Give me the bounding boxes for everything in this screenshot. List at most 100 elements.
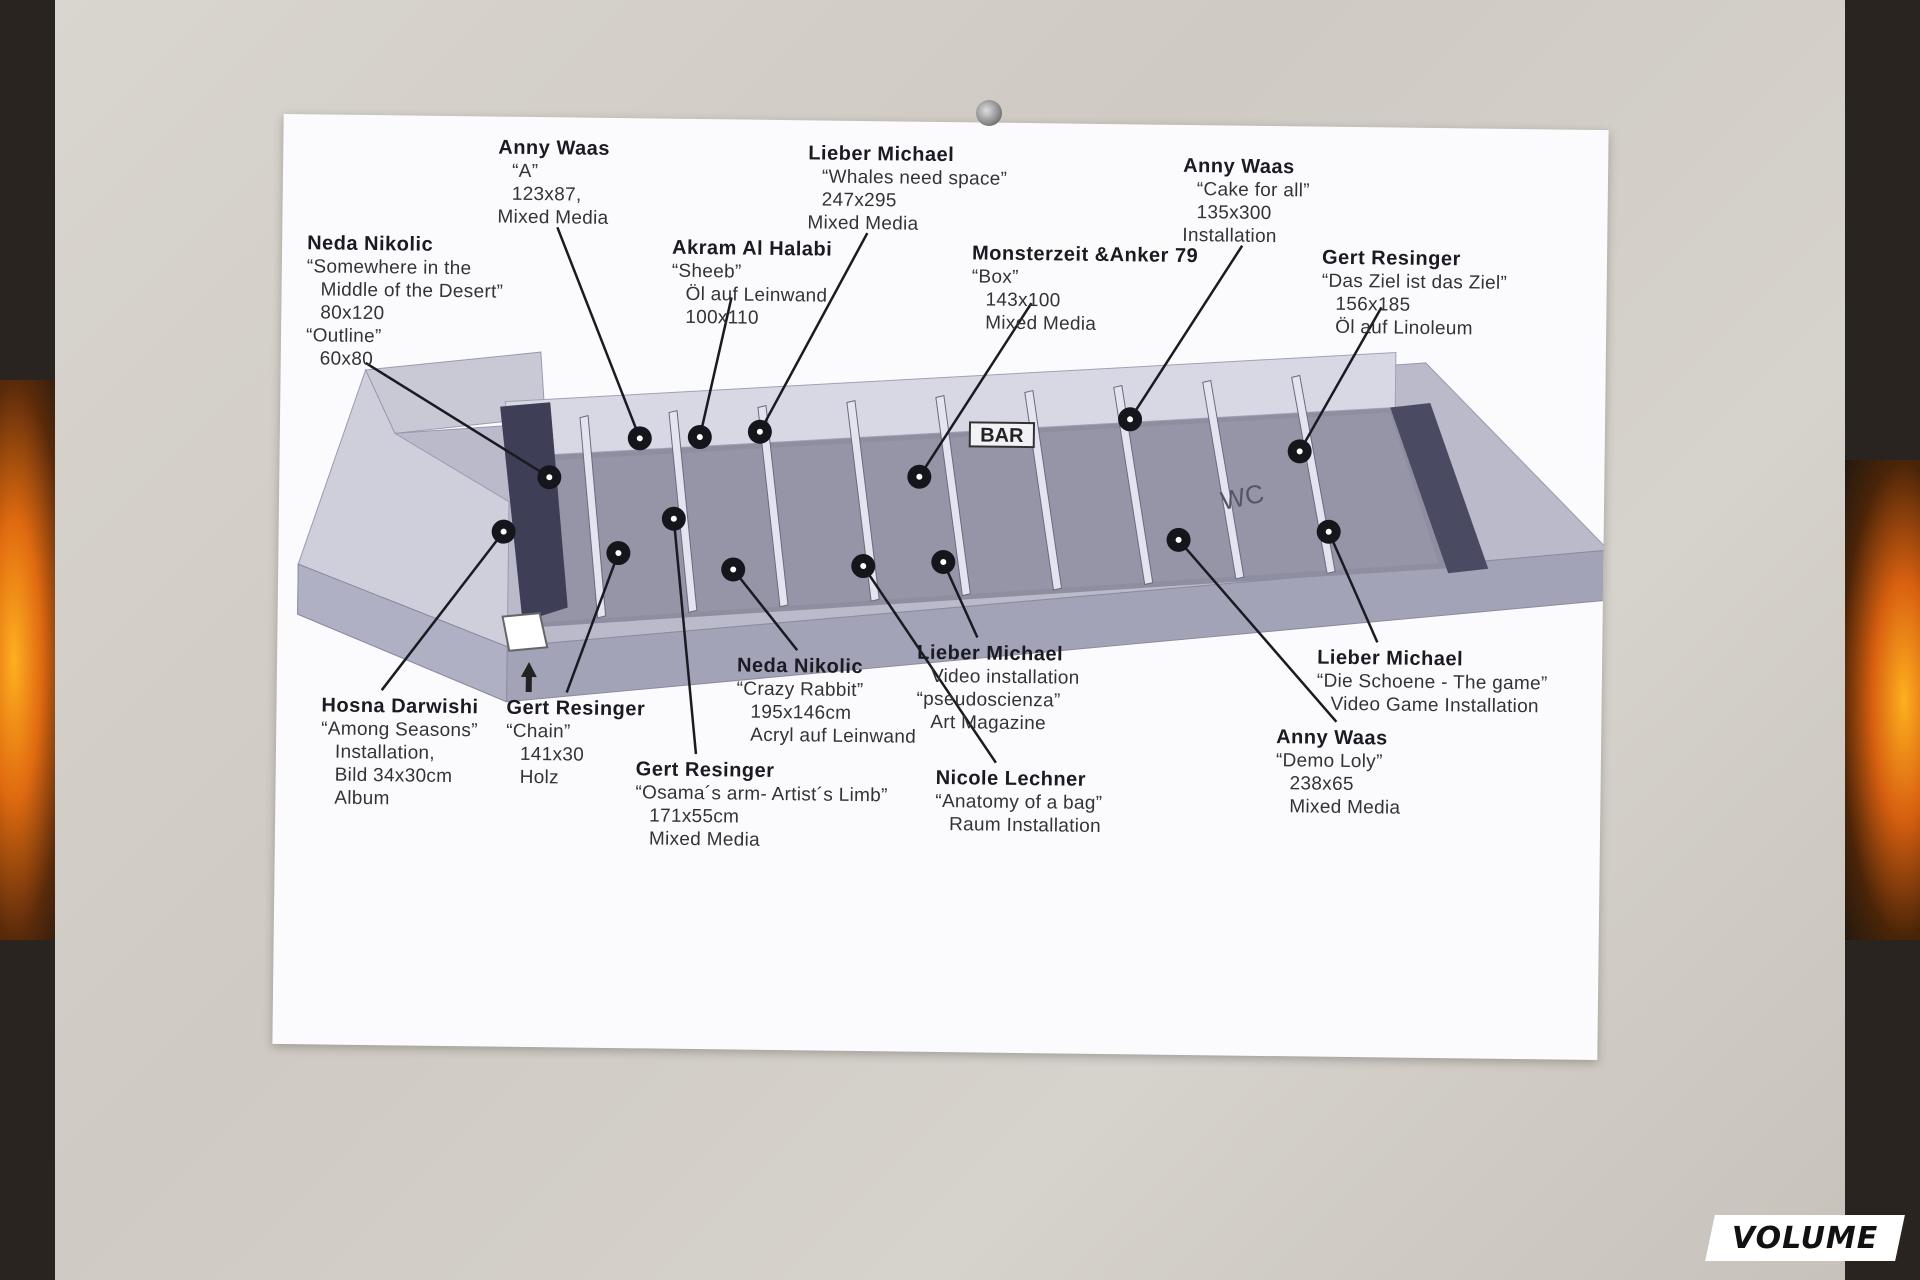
- push-pin-icon: [976, 100, 1002, 126]
- artist-name: Lieber Michael: [917, 641, 1064, 666]
- artwork-detail: Middle of the Desert”: [320, 279, 504, 303]
- leader-line: [1298, 306, 1383, 452]
- partition-wall: [1202, 379, 1245, 580]
- partition-wall: [846, 399, 880, 602]
- artist-name: Monsterzeit &Anker 79: [971, 242, 1199, 268]
- artwork-detail: Mixed Media: [648, 828, 761, 851]
- leader-line: [365, 361, 550, 479]
- leader-line: [565, 552, 620, 693]
- artist-name: Lieber Michael: [1317, 646, 1464, 671]
- artwork-markers: [491, 407, 1341, 582]
- artwork-detail: 60x80: [319, 348, 374, 371]
- artwork-marker-dot: [1175, 536, 1182, 543]
- artwork-detail: 238x65: [1289, 773, 1354, 796]
- wc-room: [1390, 402, 1489, 574]
- artwork-detail: “Crazy Rabbit”: [736, 678, 864, 702]
- leader-line: [698, 297, 733, 438]
- artwork-detail: Video installation: [930, 665, 1080, 689]
- partition-wall: [579, 415, 607, 619]
- artwork-detail: “Among Seasons”: [321, 718, 478, 742]
- artwork-label: Lieber Michael“Whales need space”247x295…: [807, 142, 1007, 236]
- artwork-detail: “Whales need space”: [821, 166, 1008, 190]
- artist-name: Gert Resinger: [506, 696, 646, 721]
- artwork-label: Lieber Michael“Die Schoene - The game”Vi…: [1316, 647, 1548, 719]
- leader-line: [1129, 244, 1244, 420]
- artwork-marker-dot: [670, 515, 677, 522]
- partition-wall: [1113, 384, 1154, 586]
- artwork-detail: Öl auf Leinwand: [685, 283, 828, 307]
- volume-logo: VOLUME: [1705, 1215, 1905, 1261]
- artwork-detail: “Das Ziel ist das Ziel”: [1321, 270, 1508, 294]
- artwork-detail: 247x295: [821, 189, 897, 212]
- leader-line: [1327, 531, 1379, 643]
- artist-name: Neda Nikolic: [307, 232, 434, 256]
- leader-line: [942, 561, 979, 638]
- artist-name: Anny Waas: [1276, 726, 1388, 750]
- artwork-marker-dot: [546, 474, 553, 481]
- artwork-detail: Holz: [519, 766, 559, 789]
- artwork-detail: Mixed Media: [1289, 796, 1401, 819]
- artwork-detail: Mixed Media: [497, 206, 609, 229]
- fire-glow-right: [1840, 460, 1920, 940]
- leader-line: [672, 518, 698, 755]
- artwork-detail: 100x110: [685, 306, 759, 329]
- artwork-detail: 195x146cm: [750, 701, 852, 724]
- artwork-label: Anny Waas“A”123x87,Mixed Media: [497, 137, 610, 230]
- artwork-detail: “Osama´s arm- Artist´s Limb”: [635, 782, 888, 807]
- artwork-detail: “Chain”: [506, 720, 571, 743]
- artwork-detail: “Cake for all”: [1196, 179, 1310, 202]
- partition-wall: [935, 394, 971, 597]
- artist-name: Gert Resinger: [1321, 246, 1461, 271]
- artwork-marker-dot: [696, 434, 703, 441]
- artist-name: Akram Al Halabi: [671, 236, 833, 261]
- artwork-detail: 123x87,: [511, 183, 582, 206]
- artist-name: Gert Resinger: [635, 758, 775, 782]
- artist-name: Anny Waas: [1183, 154, 1295, 179]
- artist-name: Lieber Michael: [808, 142, 955, 167]
- artwork-detail: 80x120: [320, 302, 385, 325]
- leader-line: [732, 568, 799, 652]
- artwork-detail: “Outline”: [305, 325, 382, 348]
- artwork-detail: “pseudoscienza”: [916, 688, 1061, 712]
- artwork-marker-dot: [940, 559, 947, 566]
- artwork-detail: Acryl auf Leinwand: [750, 724, 917, 748]
- artist-name: Nicole Lechner: [935, 766, 1087, 791]
- entrance-arrow-icon: [520, 661, 537, 693]
- artwork-detail: Öl auf Linoleum: [1335, 316, 1473, 340]
- artwork-detail: Installation,: [334, 741, 436, 764]
- artwork-detail: Installation: [1182, 224, 1277, 248]
- artist-name: Hosna Darwishi: [321, 694, 479, 719]
- artwork-detail: Bild 34x30cm: [334, 764, 453, 788]
- partition-wall: [757, 405, 789, 608]
- artwork-detail: “Demo Loly”: [1275, 750, 1383, 773]
- artwork-detail: 156x185: [1335, 293, 1411, 316]
- leader-line: [918, 302, 1033, 478]
- artwork-marker-dot: [636, 435, 643, 442]
- artwork-marker-dot: [1127, 416, 1134, 423]
- bar-sign-box: [968, 421, 1036, 449]
- gallery-floor-pattern: [524, 412, 1439, 623]
- artwork-marker-dot: [860, 563, 867, 570]
- artwork-detail: “A”: [511, 160, 539, 183]
- artwork-detail: “Anatomy of a bag”: [935, 790, 1103, 814]
- artwork-detail: 141x30: [519, 743, 585, 766]
- artwork-label: Gert Resinger“Das Ziel ist das Ziel”156x…: [1321, 246, 1508, 341]
- artwork-detail: 135x300: [1196, 202, 1272, 225]
- artwork-detail: 171x55cm: [649, 805, 740, 828]
- entrance-door: [501, 612, 549, 652]
- artwork-detail: Album: [334, 787, 390, 810]
- artwork-detail: 143x100: [985, 289, 1061, 312]
- leader-line: [758, 232, 869, 433]
- artwork-detail: Mixed Media: [985, 312, 1097, 335]
- artwork-detail: Video Game Installation: [1330, 693, 1540, 718]
- artwork-detail: “Die Schoene - The game”: [1316, 670, 1548, 695]
- leader-line: [380, 530, 505, 691]
